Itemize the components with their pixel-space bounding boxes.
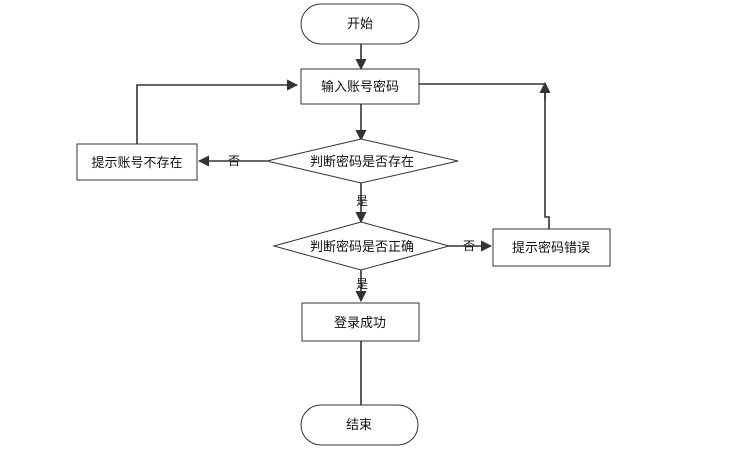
- exists-no-label: 否: [228, 154, 240, 168]
- edge-missing-loop-to-input: [136, 79, 299, 144]
- edge-wrong-loop-to-input: [419, 83, 550, 229]
- account-missing-box: [76, 143, 198, 181]
- password-wrong-box: [492, 228, 611, 267]
- check-correct-label: 判断密码是否正确: [310, 239, 414, 255]
- correct-no-label: 否: [463, 239, 475, 253]
- end-terminal: [300, 404, 419, 446]
- check-correct-decision: [272, 221, 451, 271]
- account-missing-label: 提示账号不存在: [91, 155, 182, 171]
- login-success-box: [301, 302, 420, 342]
- end-label: 结束: [346, 418, 372, 433]
- password-wrong-label: 提示密码错误: [512, 240, 590, 256]
- login-success-label: 登录成功: [334, 316, 386, 331]
- correct-yes-label: 是: [356, 277, 368, 291]
- start-label: 开始: [347, 17, 373, 32]
- check-exists-label: 判断密码是否存在: [310, 154, 414, 170]
- exists-yes-label: 是: [356, 194, 368, 208]
- input-account-label: 输入账号密码: [321, 79, 399, 95]
- start-terminal: [300, 3, 420, 45]
- input-account-box: [300, 68, 420, 105]
- check-exists-decision: [266, 138, 459, 184]
